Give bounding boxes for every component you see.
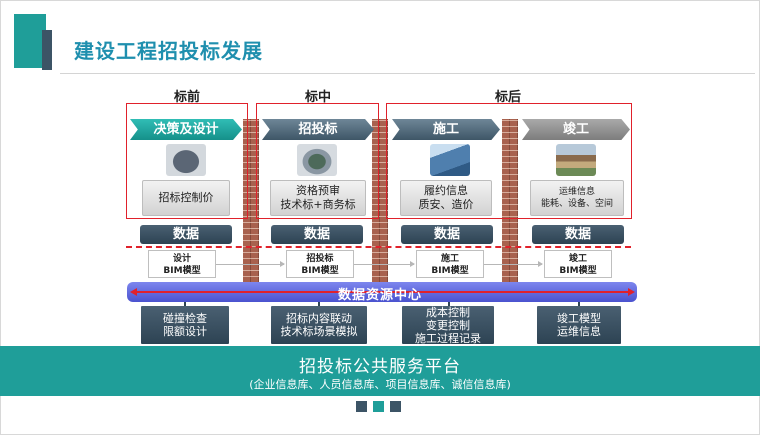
platform-title: 招投标公共服务平台 [299,357,461,377]
connector-line [448,302,450,307]
stage-info-box: 资格预审 技术标+商务标 [270,180,366,216]
bim-model-box: 招投标 BIM模型 [286,250,354,278]
stage-frame-decision [126,103,248,219]
flow-arrow [216,261,285,267]
data-button: 数据 [532,225,624,244]
bim-model-box: 施工 BIM模型 [416,250,484,278]
stage-info-line: 运维信息 [558,187,595,197]
application-line: 碰撞检查 [163,312,207,325]
application-box: 竣工模型 运维信息 [537,306,621,344]
bim-model-label: BIM模型 [431,266,469,276]
title-accent-teal [14,14,46,68]
platform-subtitle: (企业信息库、人员信息库、项目信息库、诚信信息库) [249,378,511,391]
data-button: 数据 [401,225,493,244]
stage-chevron-completion: 竣工 [522,119,630,140]
application-line: 招标内容联动 [286,312,352,325]
application-line: 变更控制 [426,318,470,332]
building-design-image [166,144,206,176]
bim-model-box: 设计 BIM模型 [148,250,216,278]
stage-frame-post [386,103,632,219]
title-divider [60,73,755,74]
data-resource-line [133,291,628,293]
bim-model-box: 竣工 BIM模型 [544,250,612,278]
building-bidding-image [297,144,337,176]
stage-info-box: 履约信息 质安、造价 [400,180,492,216]
page-dot [390,401,401,412]
connector-line [318,302,320,307]
bim-model-label: BIM模型 [163,266,201,276]
stage-info-line: 招标控制价 [158,191,214,204]
bim-model-label: BIM模型 [301,266,339,276]
stage-info-line: 履约信息 [424,184,468,197]
data-button: 数据 [271,225,363,244]
title-accent-slate [42,30,52,70]
stage-info-box: 招标控制价 [142,180,230,216]
application-line: 成本控制 [426,305,470,319]
arrow-left-icon [130,288,137,296]
bim-model-stage: 招投标 [306,254,334,264]
building-completion-image [556,144,596,176]
building-construction-image [430,144,470,176]
page-title: 建设工程招投标发展 [74,39,263,63]
brick-wall-separator [372,119,388,282]
red-dashed-divider [126,246,631,248]
stage-info-box: 运维信息 能耗、设备、空间 [530,180,624,216]
connector-line [184,302,186,307]
bim-model-stage: 设计 [172,254,191,264]
bim-model-stage: 竣工 [568,254,587,264]
application-line: 限额设计 [163,325,207,338]
bim-model-stage: 施工 [440,254,459,264]
brick-wall-separator [502,119,518,282]
application-line: 施工过程记录 [415,331,481,345]
connector-line [578,302,580,307]
page-dot [356,401,367,412]
stage-chevron-bidding: 招投标 [262,119,374,140]
stage-info-line: 技术标+商务标 [280,198,356,211]
stage-info-line: 资格预审 [296,184,340,197]
application-line: 运维信息 [557,325,601,338]
public-service-platform: 招投标公共服务平台 (企业信息库、人员信息库、项目信息库、诚信信息库) [0,346,760,396]
application-box: 碰撞检查 限额设计 [141,306,229,344]
stage-info-line: 质安、造价 [418,198,474,211]
stage-frame-bidding [256,103,379,219]
data-button: 数据 [140,225,232,244]
bim-model-label: BIM模型 [559,266,597,276]
phase-label-pre: 标前 [174,90,201,105]
application-line: 竣工模型 [557,312,601,325]
page-dot [373,401,384,412]
stage-chevron-construction: 施工 [392,119,500,140]
application-box: 招标内容联动 技术标场景模拟 [271,306,367,344]
data-resource-label: 数据资源中心 [337,288,422,303]
application-line: 技术标场景模拟 [280,325,358,338]
arrow-right-icon [628,288,635,296]
flow-arrow [484,261,543,267]
stage-chevron-decision: 决策及设计 [130,119,242,140]
stage-info-line: 能耗、设备、空间 [540,199,613,209]
flow-arrow [354,261,415,267]
application-box: 成本控制 变更控制 施工过程记录 [402,305,494,345]
phase-label-post: 标后 [495,90,522,105]
phase-label-mid: 标中 [305,90,332,105]
